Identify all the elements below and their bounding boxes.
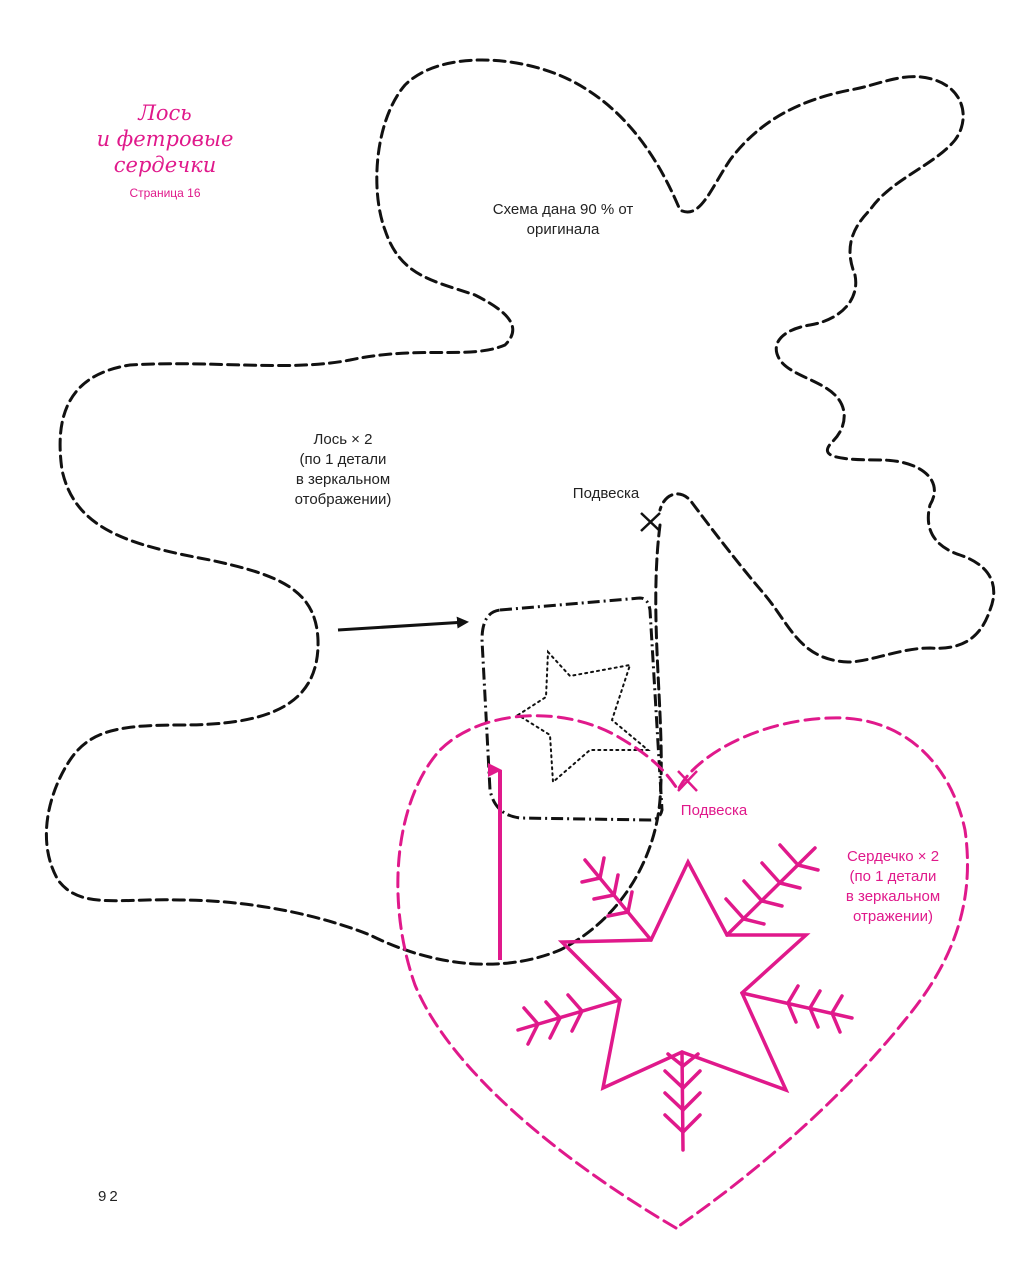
page-reference: Страница 16 [129, 186, 201, 200]
scale-note-line-2: оригинала [526, 221, 600, 238]
big-star-embroidery [557, 858, 811, 1094]
moose-hanger-label: Подвеска [572, 485, 640, 502]
moose-label-line-4: отображении) [294, 491, 392, 508]
heart-label-line-4: отражении) [853, 908, 933, 925]
title-line-1: Лось [138, 101, 192, 125]
heart-label-line-1: Сердечко × 2 [846, 848, 940, 865]
scale-note: Схема дана 90 % от оригинала [458, 200, 668, 240]
heart-label: Сердечко × 2 (по 1 детали в зеркальном о… [808, 847, 978, 927]
moose-label-line-3: в зеркальном [295, 471, 391, 488]
moose-label-line-2: (по 1 детали [299, 451, 387, 468]
moose-placement-arrow [337, 616, 469, 632]
title-line-3: сердечки [113, 153, 217, 177]
scarf-piece-outline [480, 596, 664, 822]
heart-hanger-mark [677, 770, 698, 792]
heart-label-line-2: (по 1 детали [849, 868, 937, 885]
small-star-outline [516, 649, 651, 785]
heart-label-line-3: в зеркальном [845, 888, 941, 905]
scale-note-line-1: Схема дана 90 % от [492, 201, 634, 218]
heart-hanger-label: Подвеска [680, 802, 748, 819]
moose-hanger-mark [640, 512, 661, 532]
heart-outline [396, 714, 969, 1230]
snowflake-branches [516, 843, 854, 1152]
page-number: 92 [98, 1188, 121, 1205]
pattern-title: Лось и фетровые сердечки [90, 100, 240, 178]
moose-label: Лось × 2 (по 1 детали в зеркальном отобр… [258, 430, 428, 510]
title-line-2: и фетровые [96, 127, 234, 151]
moose-label-line-1: Лось × 2 [313, 431, 373, 448]
moose-outline [44, 58, 996, 966]
